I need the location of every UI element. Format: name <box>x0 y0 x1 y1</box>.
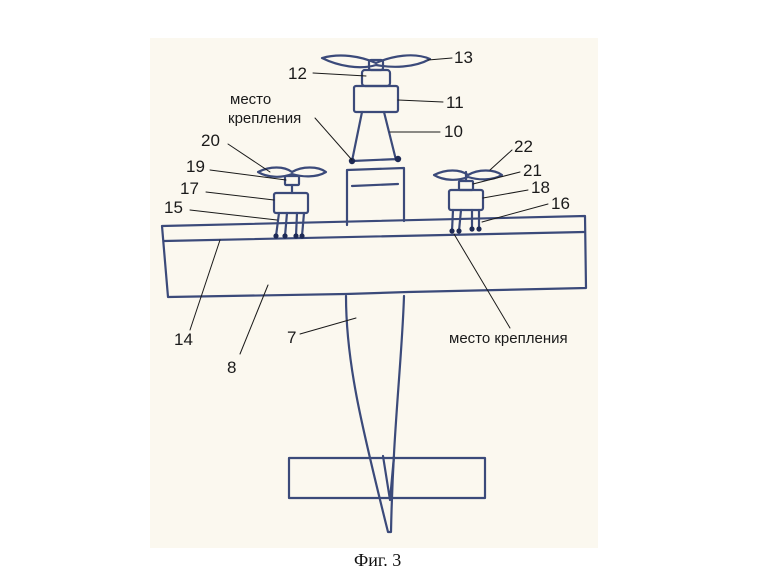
label-attach-right: место крепления <box>449 330 568 347</box>
label-16: 16 <box>551 194 570 213</box>
central-nacelle-hatch <box>350 182 400 188</box>
right-motor-legs <box>450 208 481 233</box>
leader-lines <box>189 57 549 355</box>
label-attach-top-line1: место <box>230 91 271 108</box>
label-22: 22 <box>514 137 533 156</box>
leader-attach-right <box>453 233 511 329</box>
leader-13 <box>427 57 453 61</box>
leader-7 <box>299 317 357 335</box>
leader-20 <box>227 143 271 173</box>
attachment-point <box>299 233 305 239</box>
label-17: 17 <box>180 179 199 198</box>
tail-stabilizer <box>287 456 487 500</box>
leader-22 <box>489 149 513 171</box>
attachment-point <box>273 233 279 239</box>
attachment-point <box>449 228 455 234</box>
motor-17 <box>272 191 310 215</box>
label-12: 12 <box>288 64 307 83</box>
label-attach-top-line2: крепления <box>228 110 301 127</box>
leader-17 <box>205 191 275 201</box>
leader-14 <box>189 239 221 331</box>
wing-spar-line-14 <box>162 230 586 243</box>
label-21: 21 <box>523 161 542 180</box>
leader-19 <box>209 169 287 181</box>
motor-18 <box>447 188 485 212</box>
label-13: 13 <box>454 48 473 67</box>
mast-10 <box>350 110 400 163</box>
attachment-point <box>476 226 482 232</box>
label-10: 10 <box>444 122 463 141</box>
propeller-13 <box>320 54 432 69</box>
attachment-point <box>282 233 288 239</box>
aircraft-sketch <box>160 54 588 534</box>
attachment-point <box>293 233 299 239</box>
attachment-points <box>273 155 482 239</box>
label-15: 15 <box>164 198 183 217</box>
label-11: 11 <box>446 93 464 112</box>
leader-12 <box>312 72 367 77</box>
attachment-point <box>456 228 462 234</box>
wing <box>160 214 588 299</box>
label-8: 8 <box>227 358 236 377</box>
leader-16 <box>481 203 549 223</box>
fuselage-keel <box>381 454 396 502</box>
leader-18 <box>482 189 529 199</box>
central-nacelle <box>345 166 406 227</box>
left-motor-legs <box>274 211 306 238</box>
leader-8 <box>239 284 269 355</box>
label-20: 20 <box>201 131 220 150</box>
leader-21 <box>472 171 521 185</box>
fuselage <box>344 294 406 534</box>
leader-15 <box>189 209 278 221</box>
leader-attach-top <box>314 117 353 161</box>
propeller-22 <box>432 169 504 181</box>
label-7: 7 <box>287 328 296 347</box>
label-18: 18 <box>531 178 550 197</box>
label-14: 14 <box>174 330 193 349</box>
attachment-point <box>469 226 475 232</box>
label-19: 19 <box>186 157 205 176</box>
attachment-point <box>348 157 356 165</box>
leader-11 <box>397 99 444 103</box>
propeller-20 <box>256 166 328 178</box>
figure-caption: Фиг. 3 <box>354 550 401 570</box>
attachment-point <box>394 155 402 163</box>
